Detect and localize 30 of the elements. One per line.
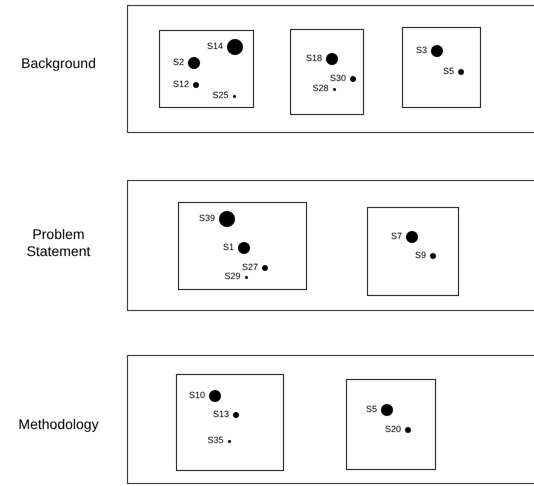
point-label: S10: [188, 390, 205, 400]
point-label: S5: [366, 404, 377, 414]
point-label: S3: [416, 45, 427, 55]
row-label: Methodology: [17, 416, 100, 433]
point-label: S9: [414, 250, 426, 260]
point-label: S30: [330, 73, 346, 83]
point-label: S29: [224, 271, 240, 281]
cluster-box: [159, 30, 254, 108]
point-label: S20: [384, 424, 401, 434]
cluster-box: [367, 207, 459, 296]
point-label: S13: [212, 409, 229, 419]
point-label: S14: [206, 41, 223, 51]
row-label: Background: [20, 55, 97, 72]
point-label: S2: [172, 57, 184, 67]
point-label: S28: [312, 83, 328, 93]
cluster-box: [176, 374, 284, 471]
point-label: S12: [172, 79, 189, 89]
cluster-box: [402, 27, 481, 108]
point-label: S39: [198, 213, 215, 223]
point-label: S27: [242, 262, 258, 272]
point-label: S25: [212, 90, 228, 100]
row-label: Problem Statement: [26, 226, 92, 260]
point-label: S35: [207, 435, 224, 445]
point-label: S18: [306, 53, 322, 63]
point-label: S1: [222, 242, 234, 252]
point-label: S7: [390, 231, 402, 241]
cluster-box: [346, 379, 436, 470]
cluster-box: [178, 202, 307, 290]
cluster-box: [290, 29, 364, 115]
point-label: S5: [442, 66, 454, 76]
